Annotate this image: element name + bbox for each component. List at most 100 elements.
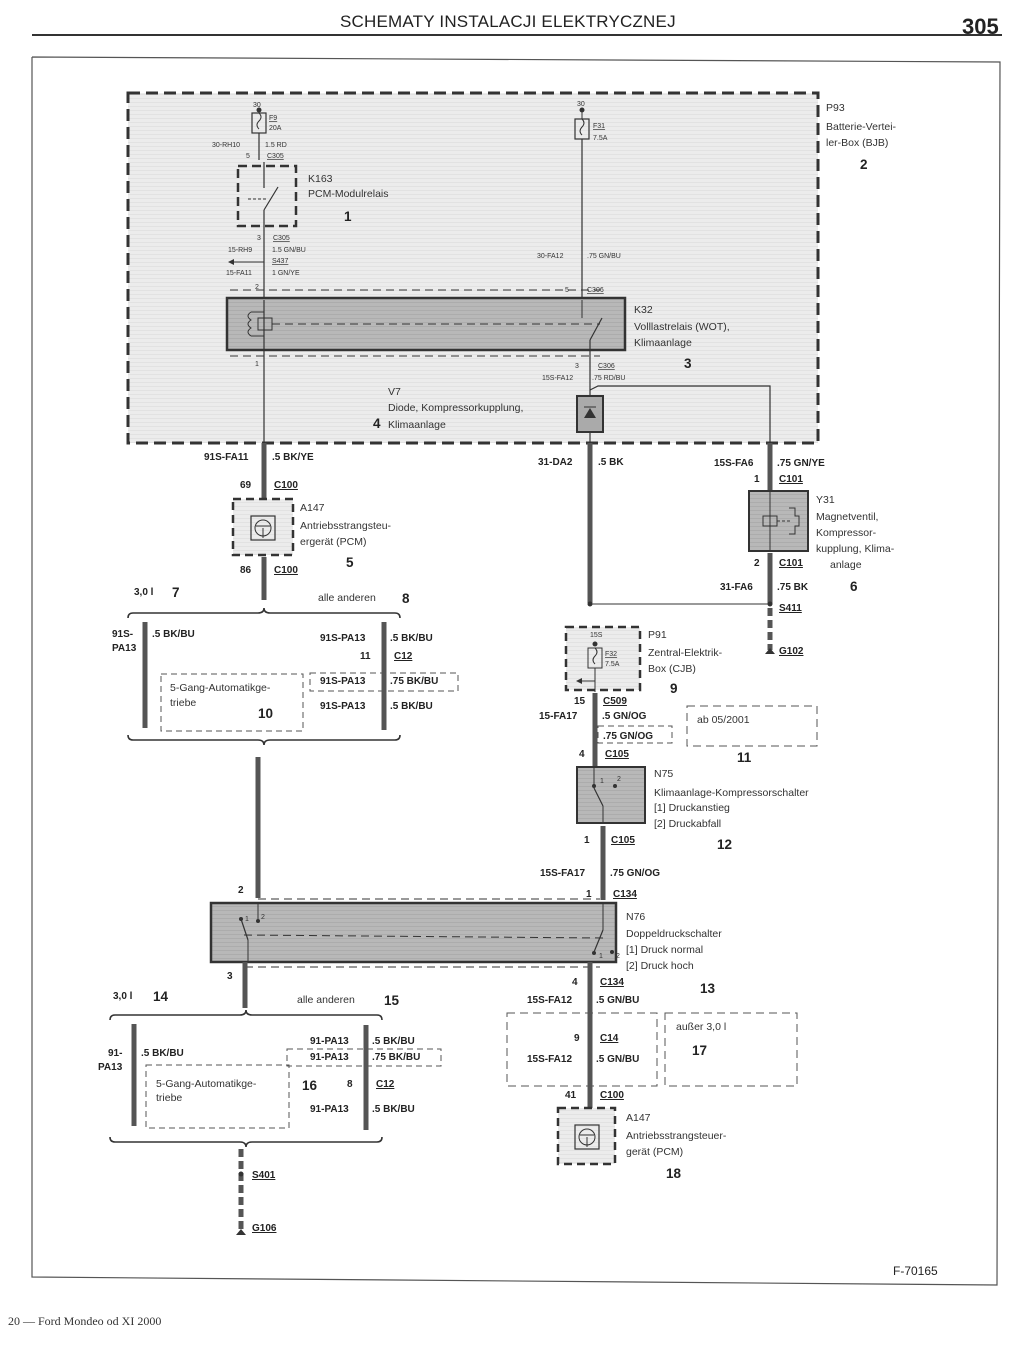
diagram-label: .5 BK/BU bbox=[141, 1048, 184, 1059]
diagram-label: 3,0 l bbox=[113, 991, 133, 1002]
diagram-label: ler-Box (BJB) bbox=[826, 137, 888, 149]
diagram-label: Klimaanlage-Kompressorschalter bbox=[654, 787, 809, 799]
diagram-label: Magnetventil, bbox=[816, 511, 878, 523]
diagram-label: gerät (PCM) bbox=[626, 1146, 683, 1158]
diagram-label: alle anderen bbox=[297, 994, 355, 1006]
diagram-label: C306 bbox=[598, 363, 615, 370]
diagram-label: C14 bbox=[600, 1033, 619, 1044]
diagram-label: .5 BK/BU bbox=[372, 1104, 415, 1115]
diagram-label: S437 bbox=[272, 258, 288, 265]
diagram-label: .5 GN/OG bbox=[602, 711, 647, 722]
diagram-label: 10 bbox=[258, 706, 273, 721]
diagram-label: 31-DA2 bbox=[538, 457, 573, 468]
diagram-label: C100 bbox=[600, 1090, 624, 1101]
diagram-label: 15S-FA12 bbox=[527, 995, 572, 1006]
diagram-label: 15-FA11 bbox=[226, 270, 252, 277]
diagram-label: 7.5A bbox=[593, 135, 608, 142]
diagram-label: C101 bbox=[779, 474, 803, 485]
diagram-label: 3 bbox=[257, 235, 261, 242]
diagram-label: 1 bbox=[754, 474, 760, 485]
diagram-label: 15S-FA12 bbox=[527, 1054, 572, 1065]
relay-k163 bbox=[236, 162, 298, 234]
diagram-label: C509 bbox=[603, 696, 627, 707]
diagram-label: C305 bbox=[273, 235, 290, 242]
diagram-label: 30 bbox=[577, 101, 585, 108]
diagram-label: 3 bbox=[227, 971, 233, 982]
diagram-label: Klimaanlage bbox=[388, 419, 446, 431]
diagram-label: .75 BK/BU bbox=[372, 1052, 420, 1063]
diagram-label: .5 BK/BU bbox=[372, 1036, 415, 1047]
diagram-label: 9 bbox=[574, 1033, 580, 1044]
diagram-label: Antriebsstrangsteuer- bbox=[626, 1130, 727, 1142]
diagram-label: 8 bbox=[347, 1079, 353, 1090]
diagram-label: F31 bbox=[593, 123, 605, 130]
diagram-label: anlage bbox=[830, 559, 862, 571]
relay-k32 bbox=[225, 296, 627, 352]
switch-n75: 1 2 bbox=[576, 766, 646, 824]
diagram-label: 4 bbox=[572, 977, 578, 988]
diagram-label: 1 bbox=[584, 835, 590, 846]
diagram-label: 3,0 l bbox=[134, 587, 154, 598]
diagram-label: 91-PA13 bbox=[310, 1104, 349, 1115]
diagram-label: 41 bbox=[565, 1090, 577, 1101]
diagram-label: Box (CJB) bbox=[648, 663, 696, 675]
diagram-label: 91S-PA13 bbox=[320, 633, 366, 644]
diagram-label: 8 bbox=[402, 591, 410, 606]
diagram-label: 15S-FA12 bbox=[542, 375, 573, 382]
diagram-label: 1 bbox=[600, 778, 604, 785]
diagram-label: 3 bbox=[684, 356, 692, 371]
diagram-frame bbox=[31, 56, 1001, 1286]
diagram-label: 13 bbox=[700, 981, 716, 996]
diagram-label: 31-FA6 bbox=[720, 582, 753, 593]
diagram-label: 1 GN/YE bbox=[272, 270, 300, 277]
diagram-label: 4 bbox=[373, 416, 381, 431]
diagram-label: 17 bbox=[692, 1043, 707, 1058]
diagram-label: Doppeldruckschalter bbox=[626, 928, 722, 940]
bjb-box bbox=[126, 91, 820, 445]
diagram-label: PA13 bbox=[112, 643, 137, 654]
diagram-label: .5 BK bbox=[598, 457, 624, 468]
diagram-label: .75 BK/BU bbox=[390, 676, 438, 687]
header-rule bbox=[32, 34, 1002, 36]
diagram-label: 7.5A bbox=[605, 661, 620, 668]
page-header-title: SCHEMATY INSTALACJI ELEKTRYCZNEJ bbox=[340, 12, 676, 31]
diagram-label: C12 bbox=[376, 1079, 395, 1090]
diagram-label: 1 bbox=[255, 361, 259, 368]
page-footer: 20 — Ford Mondeo od XI 2000 bbox=[8, 1314, 162, 1328]
diagram-label: C105 bbox=[611, 835, 635, 846]
diagram-label: G106 bbox=[252, 1223, 277, 1234]
diagram-label: 1.5 GN/BU bbox=[272, 247, 306, 254]
diagram-label: 4 bbox=[579, 749, 585, 760]
diagram-label: V7 bbox=[388, 386, 401, 398]
diagram-label: ergerät (PCM) bbox=[300, 536, 367, 548]
diagram-label: alle anderen bbox=[318, 592, 376, 604]
diagram-label: 14 bbox=[153, 989, 169, 1004]
diagram-label: 3 bbox=[575, 363, 579, 370]
diagram-label: 2 bbox=[754, 558, 760, 569]
cjb-p91: 15S F32 7.5A bbox=[564, 625, 642, 692]
diagram-label: 91S- bbox=[112, 629, 133, 640]
diagram-label: Antriebsstrangsteu- bbox=[300, 520, 392, 532]
diagram-label: .5 BK/YE bbox=[272, 452, 314, 463]
diagram-label: 1 bbox=[586, 889, 592, 900]
diagram-label: PCM-Modulrelais bbox=[308, 188, 389, 200]
diagram-label: kupplung, Klima- bbox=[816, 543, 895, 555]
diagram-label: A147 bbox=[300, 502, 325, 514]
diagram-label: 15S-FA17 bbox=[540, 868, 585, 879]
diagram-label: C134 bbox=[600, 977, 624, 988]
diagram-label: .75 RD/BU bbox=[592, 375, 625, 382]
diagram-label: .5 BK/BU bbox=[152, 629, 195, 640]
diagram-label: PA13 bbox=[98, 1062, 123, 1073]
diagram-label: 86 bbox=[240, 565, 252, 576]
diagram-label: 2 bbox=[261, 914, 265, 921]
diagram-label: .75 GN/YE bbox=[777, 458, 825, 469]
diagram-label: S401 bbox=[252, 1170, 276, 1181]
diagram-label: 1 bbox=[344, 209, 352, 224]
diagram-label: [1] Druck normal bbox=[626, 944, 703, 956]
diagram-label: 16 bbox=[302, 1078, 318, 1093]
diagram-label: 30 bbox=[253, 102, 261, 109]
diagram-label: 1 bbox=[599, 953, 603, 960]
diagram-label: C12 bbox=[394, 651, 413, 662]
diagram-label: .75 GN/BU bbox=[587, 253, 621, 260]
